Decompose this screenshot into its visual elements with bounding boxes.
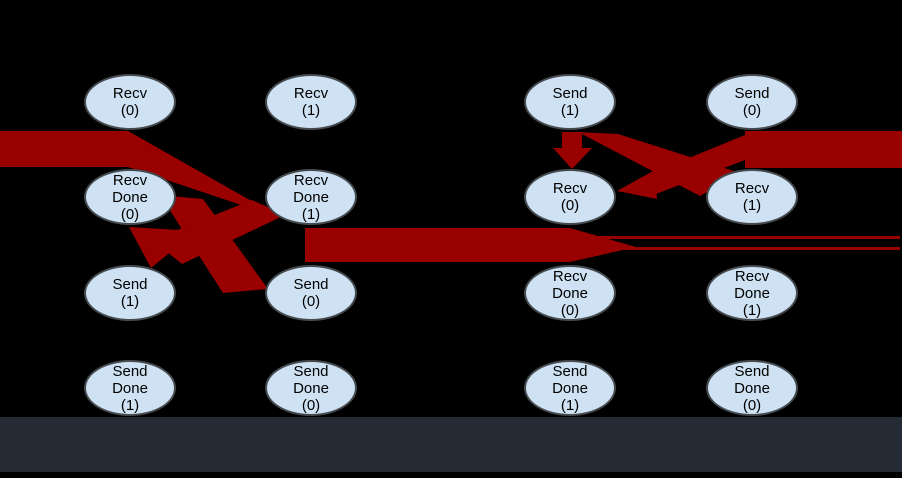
edge-recvdone1-to-send1-arrowhead xyxy=(129,227,196,268)
node-label-line: (1) xyxy=(120,293,140,310)
edge-send0-to-recv0 xyxy=(640,135,745,197)
edge-send1-to-recv1 xyxy=(578,132,740,196)
node-label-line: Done xyxy=(734,379,770,397)
node-label-line: Recv xyxy=(734,180,770,197)
node-label-line: Send xyxy=(552,85,588,102)
node-label-line: Recv xyxy=(552,180,588,197)
node-label-line: (0) xyxy=(560,197,580,214)
node-label-line: (1) xyxy=(120,396,140,414)
node-send-1-c3: Send(1) xyxy=(524,74,616,130)
edge-send0-to-recv0-arrowhead xyxy=(617,170,657,199)
node-label-line: Done xyxy=(552,284,588,302)
node-send-0-c4: Send(0) xyxy=(706,74,798,130)
node-send-0-c2: Send(0) xyxy=(265,265,357,321)
node-label-line: (0) xyxy=(560,301,580,319)
node-label-line: (0) xyxy=(120,205,140,223)
node-label-line: Done xyxy=(293,188,329,206)
node-label-line: Send xyxy=(293,276,329,293)
node-label-line: Done xyxy=(293,379,329,397)
node-label-line: (0) xyxy=(120,102,140,119)
edge-band-left xyxy=(0,131,262,212)
edge-send1-to-recv0-arrowhead xyxy=(553,148,592,169)
node-label-line: (0) xyxy=(301,293,321,310)
node-label-line: Done xyxy=(112,188,148,206)
node-label-line: (0) xyxy=(742,396,762,414)
node-label-line: (1) xyxy=(560,102,580,119)
node-recv-0-c1: Recv(0) xyxy=(84,74,176,130)
node-label-line: Send xyxy=(552,362,588,380)
node-label-line: Send xyxy=(734,362,770,380)
edge-band-middle xyxy=(305,228,570,262)
node-label-line: (1) xyxy=(742,301,762,319)
node-label-line: Send xyxy=(734,85,770,102)
edge-band-right xyxy=(745,131,902,168)
node-label-line: Done xyxy=(112,379,148,397)
node-label-line: (1) xyxy=(301,102,321,119)
node-label-line: Recv xyxy=(112,171,148,189)
edge-recvdone1-to-send1 xyxy=(152,200,285,264)
bottom-bar xyxy=(0,417,902,472)
node-label-line: Send xyxy=(112,276,148,293)
node-label-line: Done xyxy=(552,379,588,397)
node-recv-1-c2: Recv(1) xyxy=(265,74,357,130)
node-label-line: (0) xyxy=(742,102,762,119)
node-recv-1-c4: Recv(1) xyxy=(706,169,798,225)
node-label-line: Recv xyxy=(112,85,148,102)
node-label-line: Send xyxy=(293,362,329,380)
edge-send1-to-recv0-shaft xyxy=(562,132,582,150)
node-label-line: Done xyxy=(734,284,770,302)
node-label-line: (1) xyxy=(560,396,580,414)
node-send-1-c1: Send(1) xyxy=(84,265,176,321)
node-label-line: (0) xyxy=(301,396,321,414)
node-label-line: Recv xyxy=(552,267,588,285)
node-label-line: Recv xyxy=(293,171,329,189)
edge-thin-line-upper xyxy=(570,236,900,239)
node-label-line: Send xyxy=(112,362,148,380)
node-recv-0-c3: Recv(0) xyxy=(524,169,616,225)
edge-thin-line-lower xyxy=(570,247,900,250)
node-label-line: (1) xyxy=(742,197,762,214)
node-label-line: Recv xyxy=(293,85,329,102)
node-label-line: Recv xyxy=(734,267,770,285)
edge-band-middle-taper xyxy=(570,228,636,262)
node-label-line: (1) xyxy=(301,205,321,223)
